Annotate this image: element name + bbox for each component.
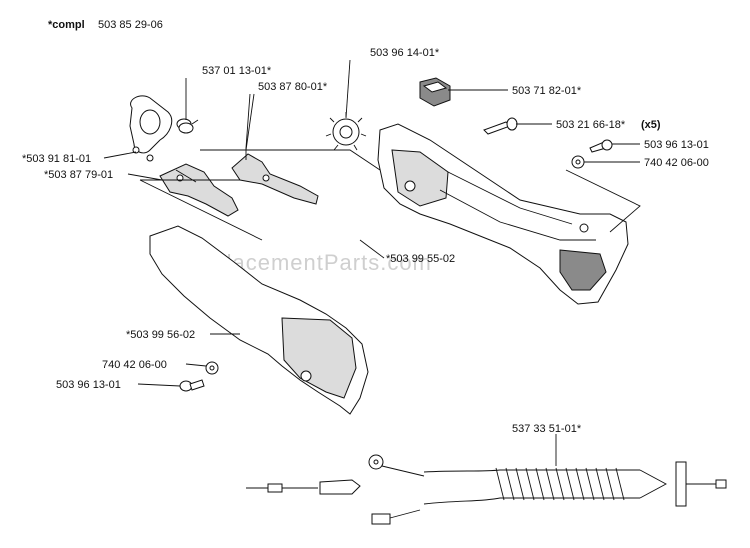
handle-housing-left-part[interactable] — [149, 225, 369, 415]
leader-503-87-79 — [127, 173, 163, 181]
throttle-lever-part[interactable] — [231, 93, 319, 205]
label-740-42-06-00-right: 740 42 06-00 — [644, 157, 709, 169]
leader-503-96-14 — [345, 59, 351, 119]
clamp-bracket-part[interactable] — [129, 95, 173, 162]
label-503-99-55-02: *503 99 55-02 — [386, 253, 455, 265]
label-740-42-06-00-left: 740 42 06-00 — [102, 359, 167, 371]
leader-503-96-13-left — [137, 383, 181, 387]
washer-left-part[interactable] — [205, 361, 219, 375]
compl-prefix: *compl — [48, 19, 85, 31]
spring-part[interactable] — [176, 118, 199, 134]
small-screw-right-part[interactable] — [589, 139, 613, 153]
stop-switch-part[interactable] — [419, 77, 451, 107]
compl-number: 503 85 29-06 — [98, 19, 163, 31]
label-503-87-80-01: 503 87 80-01* — [258, 81, 328, 93]
label-503-96-13-01-right: 503 96 13-01 — [644, 139, 709, 151]
label-537-33-51-01: 537 33 51-01* — [512, 423, 582, 435]
throttle-trigger-part[interactable] — [159, 163, 239, 217]
label-503-99-56-02: *503 99 56-02 — [126, 329, 195, 341]
cable-harness-part[interactable] — [246, 454, 727, 525]
leader-740-42-06-left — [185, 363, 207, 367]
leader-503-91-81 — [103, 151, 137, 159]
label-537-01-13-01: 537 01 13-01* — [202, 65, 272, 77]
label-503-21-66-18-qty: (x5) — [641, 119, 661, 131]
star-washer-part[interactable] — [325, 112, 367, 151]
label-503-87-79-01: *503 87 79-01 — [44, 169, 113, 181]
screw-part[interactable] — [483, 117, 518, 135]
handle-housing-right-part[interactable] — [377, 123, 629, 305]
label-503-91-81-01: *503 91 81-01 — [22, 153, 91, 165]
leader-503-99-55 — [359, 239, 385, 259]
leader-503-87-80 — [245, 93, 255, 151]
label-503-96-13-01-left: 503 96 13-01 — [56, 379, 121, 391]
label-503-21-66-18: 503 21 66-18* — [556, 119, 626, 131]
assembly-outline-right — [565, 169, 641, 233]
label-503-96-14-01: 503 96 14-01* — [370, 47, 440, 59]
small-screw-left-part[interactable] — [179, 379, 205, 392]
assembly-outline-left — [139, 149, 381, 241]
washer-right-part[interactable] — [571, 155, 585, 169]
label-503-71-82-01: 503 71 82-01* — [512, 85, 582, 97]
